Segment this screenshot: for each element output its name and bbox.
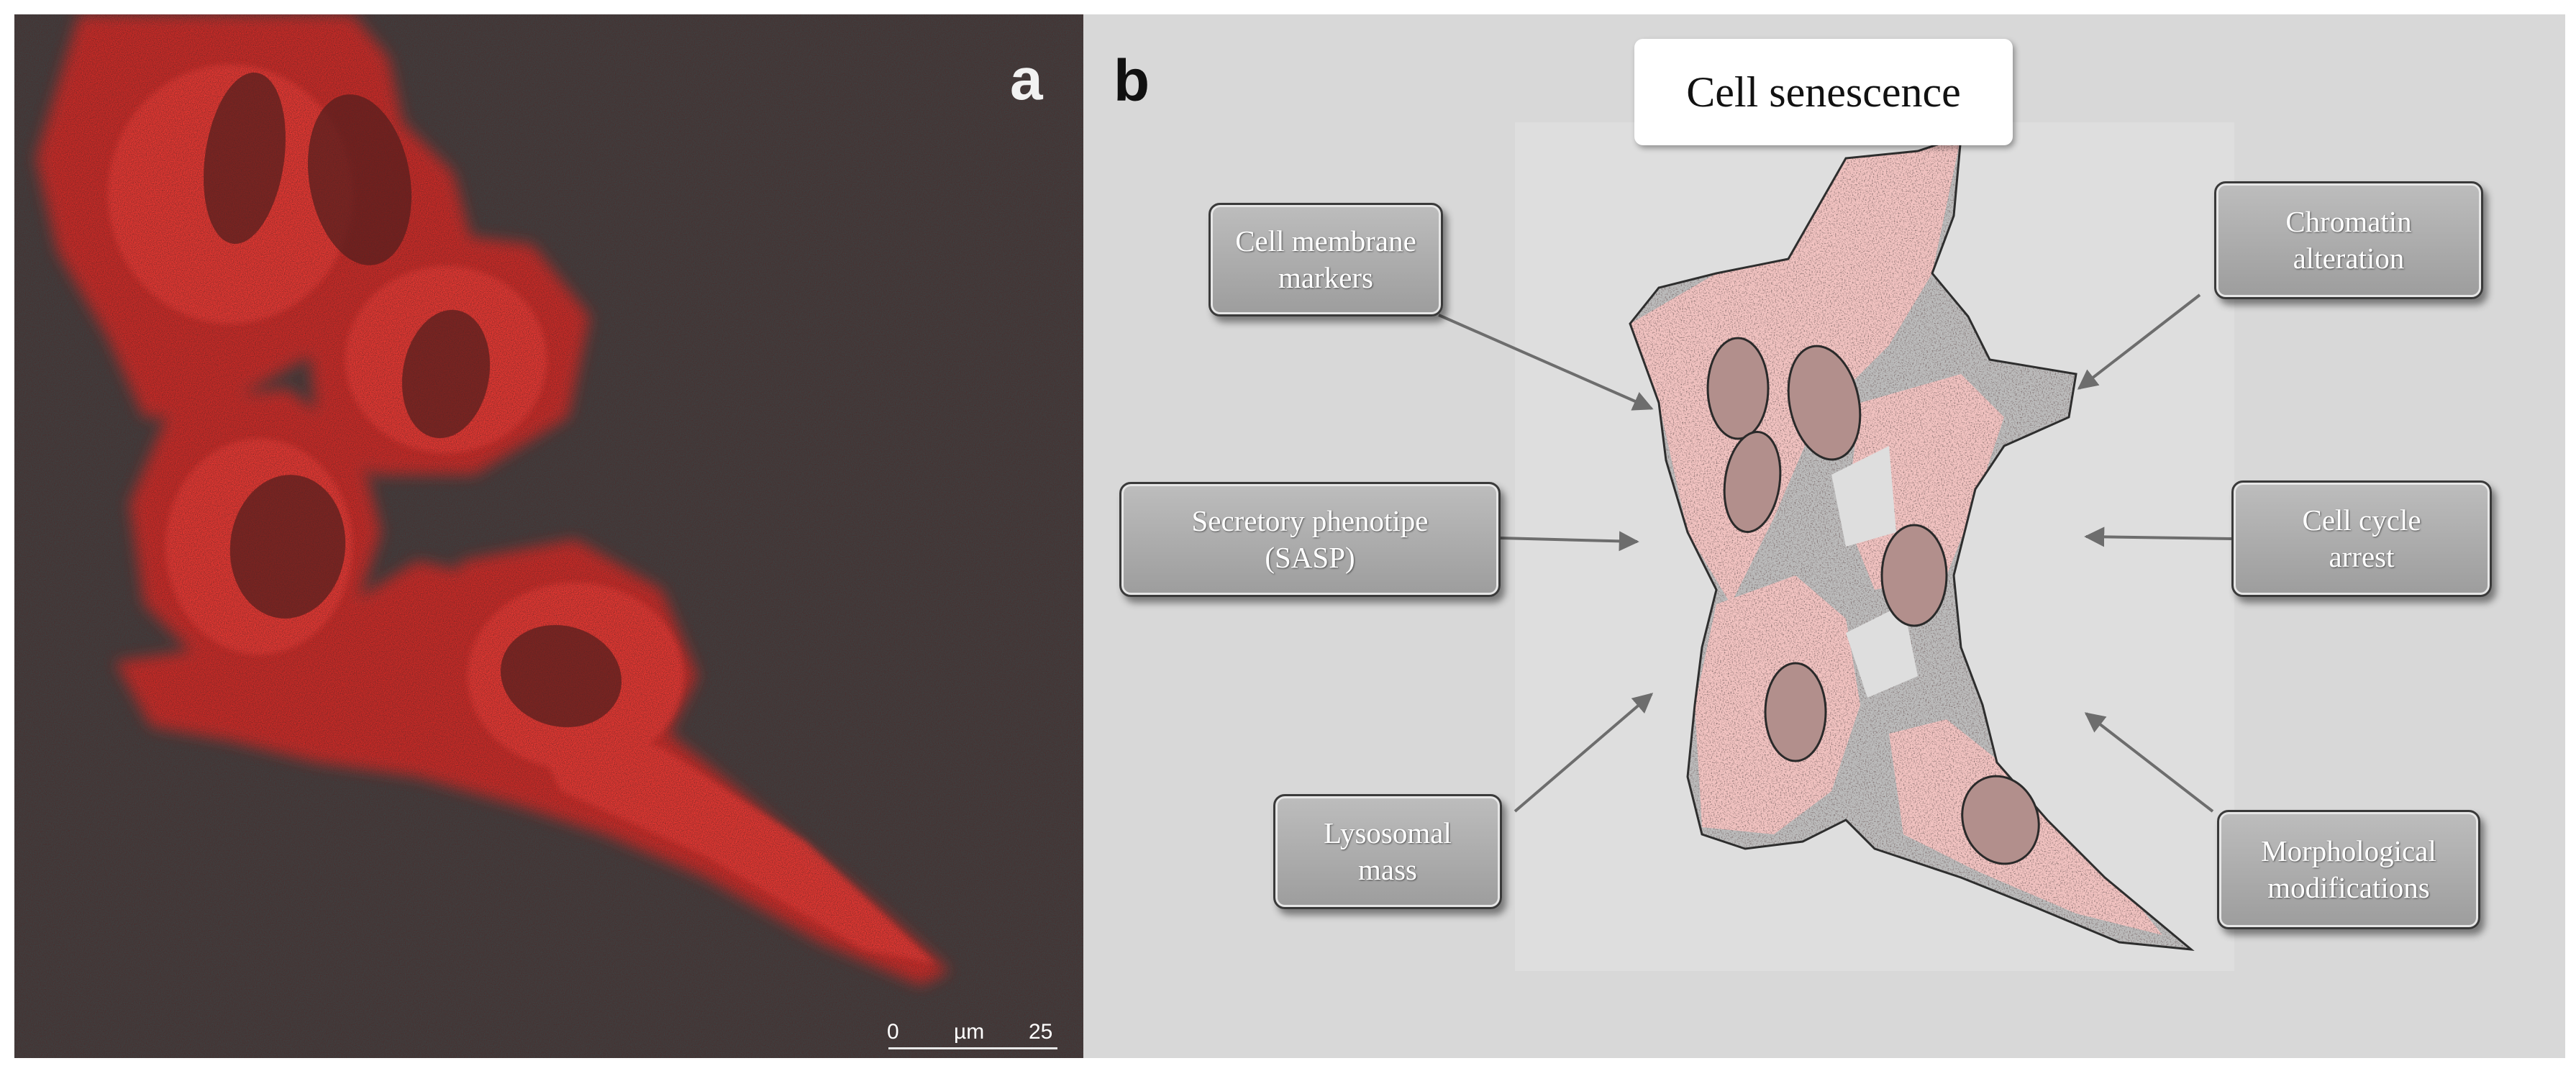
fluorescence-micrograph-panel: a 0 µm 25	[14, 14, 1083, 1058]
nucleus	[1961, 775, 2040, 865]
nucleus	[1880, 524, 1948, 627]
micrograph-image	[14, 14, 1083, 1058]
feature-box-chromatin-alteration: Chromatin alteration	[2214, 181, 2483, 299]
scale-bar-unit-label: µm	[954, 1020, 985, 1044]
nucleus	[1723, 430, 1782, 534]
arrow-chromatin	[2077, 293, 2201, 390]
feature-label: Cell cycle arrest	[2302, 503, 2421, 573]
feature-box-lysosomal-mass: Lysosomal mass	[1273, 794, 1502, 909]
feature-box-secretory-phenotype: Secretory phenotipe (SASP)	[1119, 482, 1501, 597]
feature-box-morphological-modifications: Morphological modifications	[2217, 810, 2480, 929]
arrow-membrane	[1438, 314, 1654, 411]
arrow-lysosomal	[1514, 693, 1654, 813]
panel-b-letter: b	[1114, 48, 1150, 114]
nucleus	[1764, 662, 1827, 762]
scale-bar-end-label: 25	[1029, 1020, 1053, 1044]
cell-illustration	[1515, 122, 2234, 971]
arrow-secretory	[1500, 531, 1639, 552]
feature-box-cell-cycle-arrest: Cell cycle arrest	[2231, 480, 2492, 597]
diagram-title: Cell senescence	[1686, 68, 1961, 116]
panel-a-letter: a	[1010, 47, 1043, 112]
feature-label: Chromatin alteration	[2285, 204, 2412, 275]
scale-bar-line	[888, 1047, 1057, 1049]
feature-label: Lysosomal mass	[1324, 816, 1452, 886]
arrow-cell-cycle	[2084, 527, 2232, 547]
diagram-title-box: Cell senescence	[1634, 39, 2013, 145]
feature-label: Secretory phenotipe (SASP)	[1191, 503, 1429, 574]
stained-cell-bodies	[14, 14, 1083, 1058]
scale-bar-start-label: 0	[887, 1020, 899, 1044]
arrow-morphological	[2084, 712, 2214, 813]
senescence-diagram-panel: b Cell senescence Cell membrane markers …	[1083, 14, 2565, 1058]
nucleus	[1787, 345, 1862, 461]
diagram-graphics	[1438, 122, 2234, 971]
feature-label: Morphological modifications	[2261, 834, 2436, 904]
feature-label: Cell membrane markers	[1235, 224, 1416, 294]
feature-box-cell-membrane-markers: Cell membrane markers	[1209, 203, 1443, 316]
nucleus	[1706, 337, 1770, 440]
